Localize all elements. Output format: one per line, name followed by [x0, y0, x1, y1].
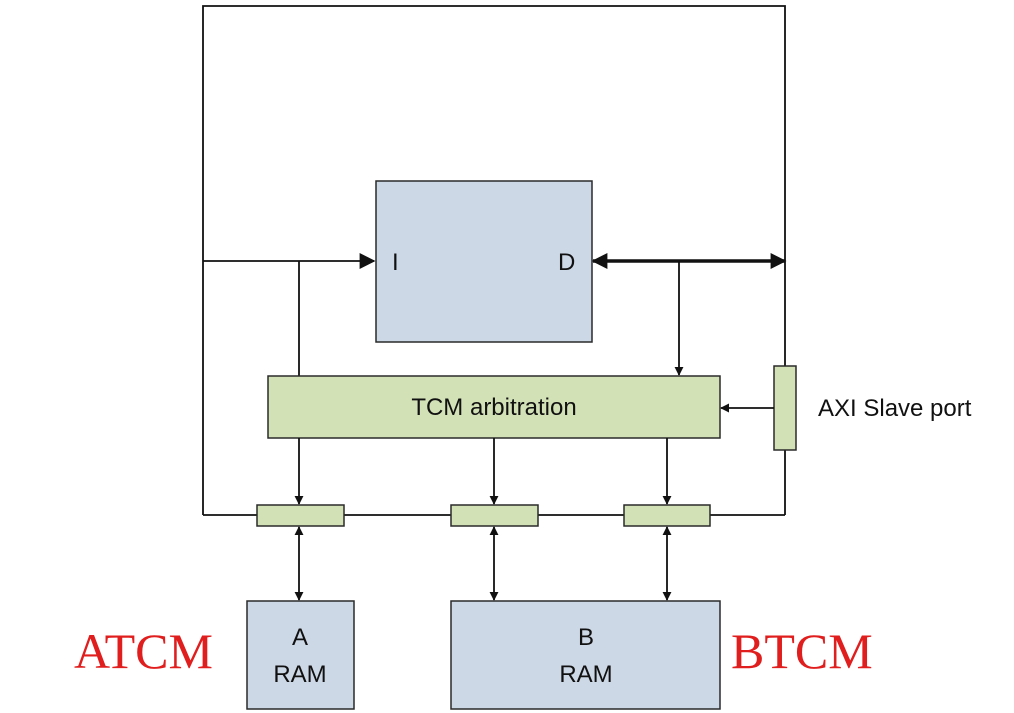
axi-slave-port-label: AXI Slave port: [818, 395, 972, 422]
b-ram-block: [450, 600, 721, 710]
mux-b1-block: [623, 504, 711, 527]
a-ram-line1: A: [292, 624, 308, 651]
b-ram-line2: RAM: [559, 661, 612, 688]
a-ram-block: [246, 600, 355, 710]
tcm-arbitration-label: TCM arbitration: [411, 394, 576, 421]
b-ram-line1: B: [578, 624, 594, 651]
btcm-annotation: BTCM: [731, 623, 873, 679]
port-i-label: I: [392, 249, 399, 276]
port-d-label: D: [558, 249, 575, 276]
mux-b0-block: [450, 504, 539, 527]
mux-a-block: [256, 504, 345, 527]
processor-core-block: [375, 180, 593, 343]
a-ram-line2: RAM: [273, 661, 326, 688]
atcm-annotation: ATCM: [74, 623, 213, 679]
axi-slave-port-block: [773, 365, 797, 451]
